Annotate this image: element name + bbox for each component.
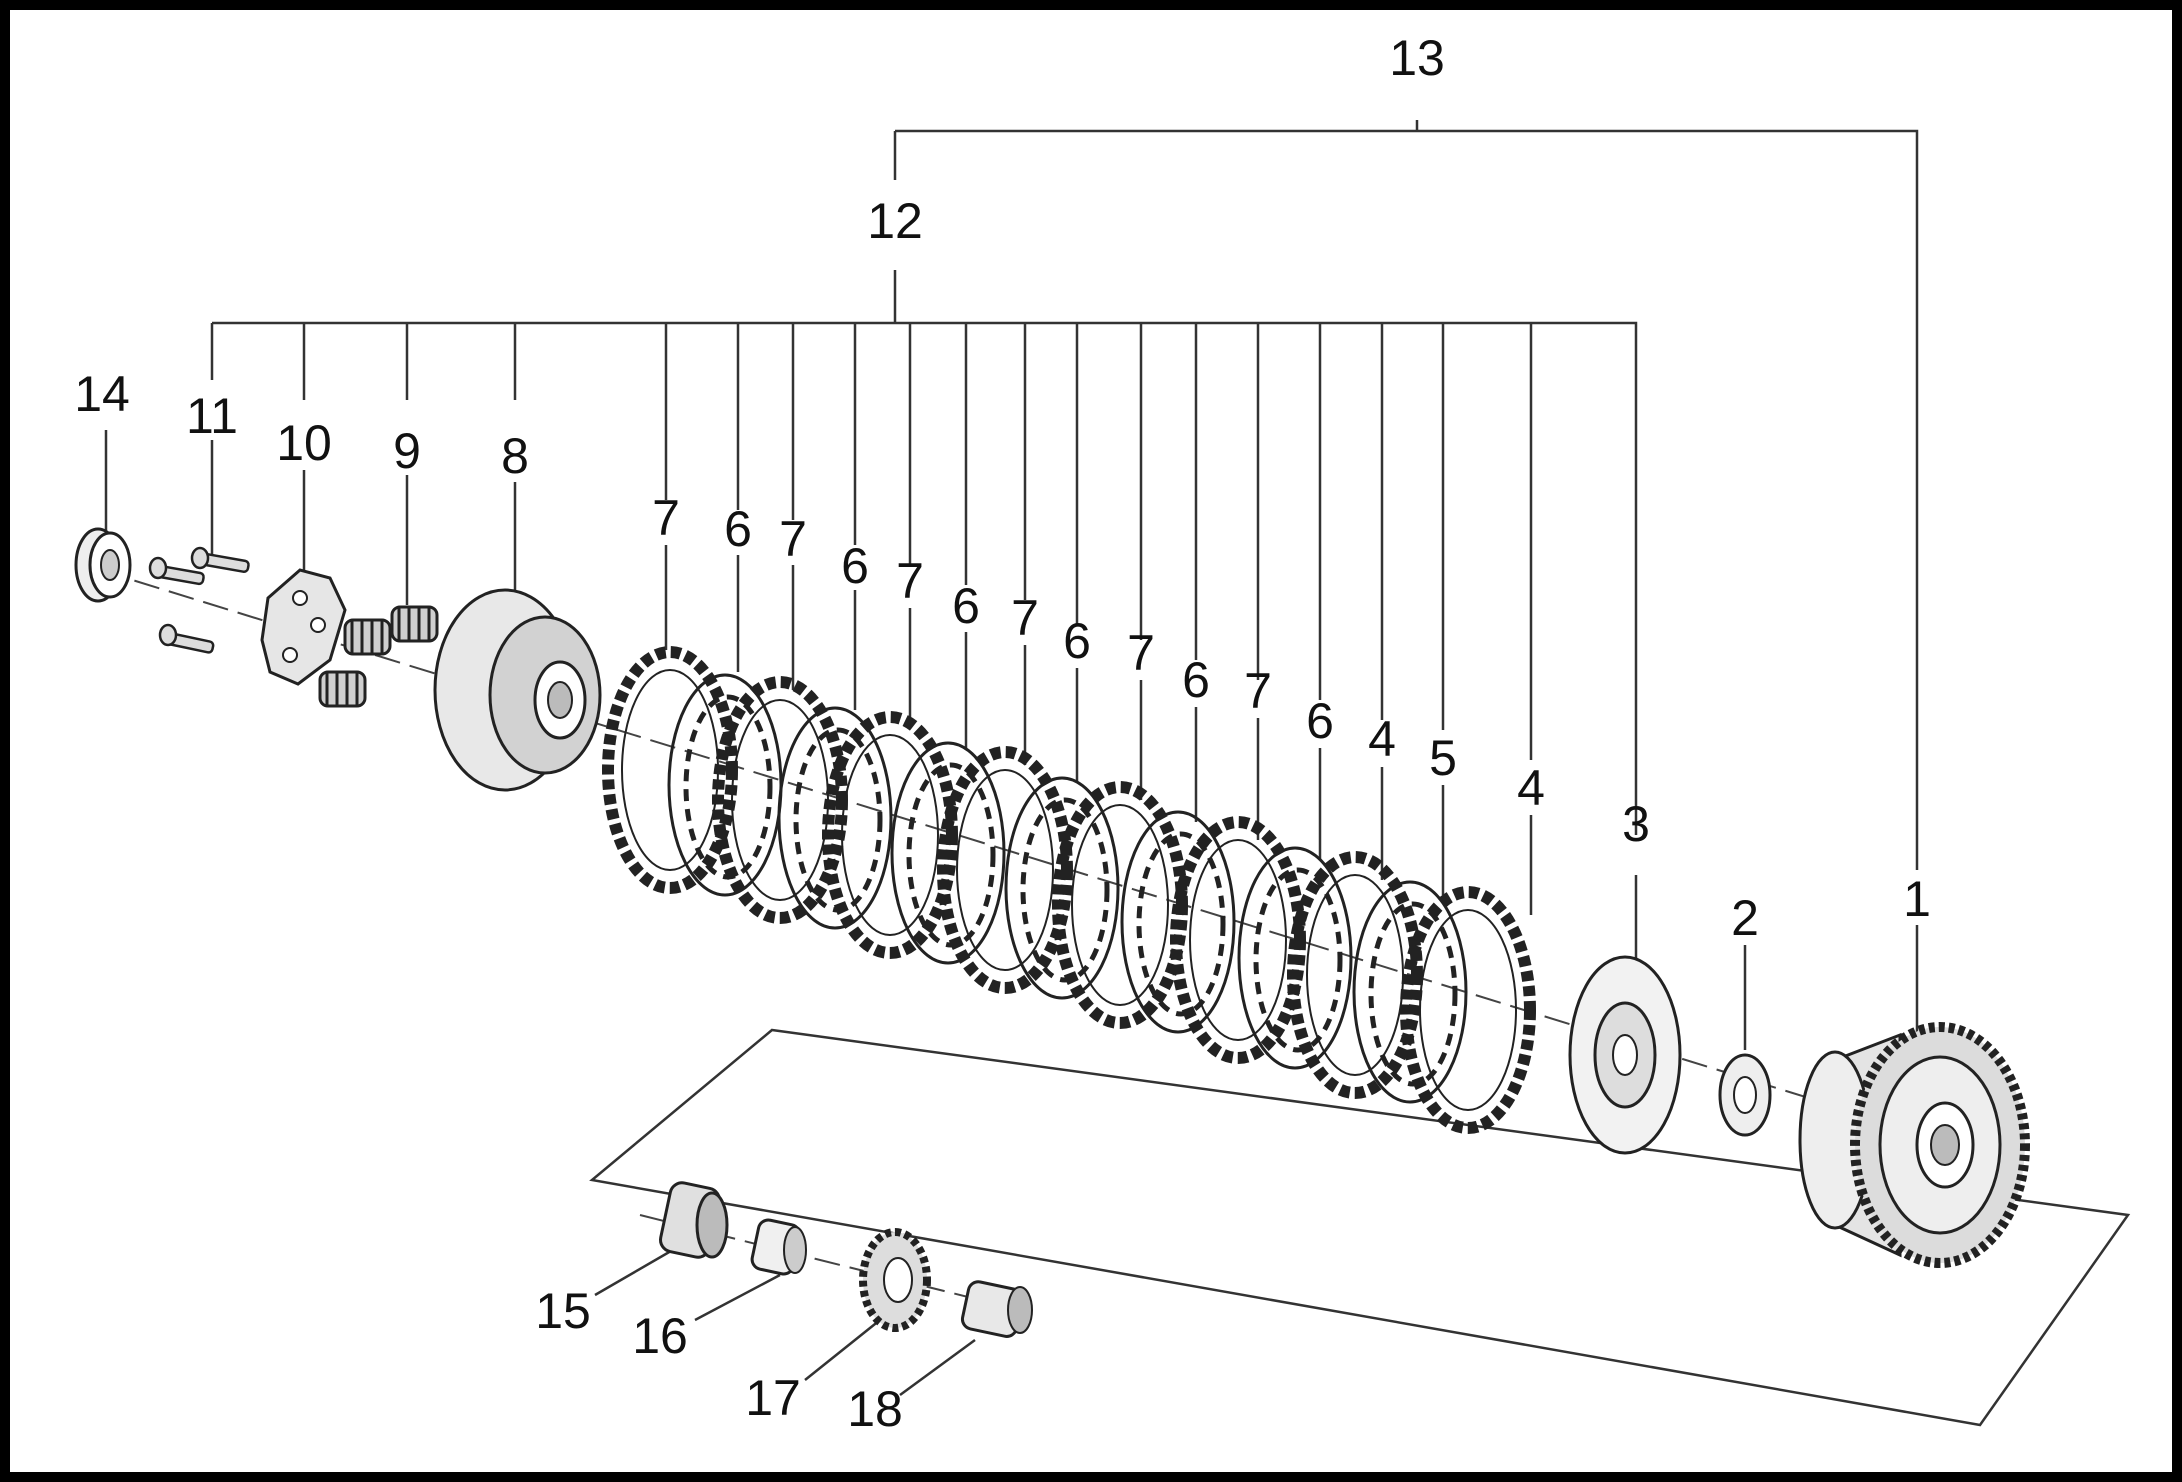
callout-18: 18 <box>847 1381 903 1437</box>
primary-gear-part <box>859 1228 931 1332</box>
leader-16 <box>694 1273 781 1322</box>
callout-7-6: 7 <box>1244 663 1272 719</box>
steel-plate <box>1120 810 1236 1034</box>
washer-part <box>1718 1053 1772 1137</box>
callout-7-3: 7 <box>896 553 924 609</box>
callout-4-2: 4 <box>1517 760 1545 816</box>
callout-labels: 13 12 14 11 10 9 8 7 6 7 6 7 6 7 6 7 6 7… <box>74 30 1931 1437</box>
callout-13: 13 <box>1389 30 1445 86</box>
clutch-hub-part <box>1568 955 1682 1155</box>
callout-9: 9 <box>393 423 421 479</box>
leader-18 <box>899 1338 976 1397</box>
leader-17 <box>804 1319 881 1381</box>
callout-6-4: 6 <box>1063 613 1091 669</box>
bearing-part <box>659 1181 729 1259</box>
steel-plate <box>1352 880 1468 1104</box>
friction-plate <box>1052 781 1188 1029</box>
bushing-part <box>750 1218 807 1276</box>
callout-7-5: 7 <box>1127 625 1155 681</box>
callout-2: 2 <box>1731 890 1759 946</box>
callout-7-1: 7 <box>652 490 680 546</box>
callout-10: 10 <box>276 415 332 471</box>
callout-11: 11 <box>186 388 238 444</box>
callout-14: 14 <box>74 366 130 422</box>
bracket-12-drops <box>210 323 1533 760</box>
callout-6-5: 6 <box>1182 652 1210 708</box>
callout-7-2: 7 <box>779 511 807 567</box>
bracket-13 <box>895 129 1919 870</box>
callout-6-1: 6 <box>724 501 752 557</box>
callout-6-2: 6 <box>841 538 869 594</box>
friction-plate <box>822 711 958 959</box>
callout-8: 8 <box>501 428 529 484</box>
clutch-basket-part <box>1798 1022 2030 1268</box>
callout-17: 17 <box>745 1370 801 1426</box>
bolts-part <box>148 546 250 654</box>
bracket-12 <box>212 321 1638 835</box>
callout-5: 5 <box>1429 730 1457 786</box>
clutch-plate-stack <box>602 646 1536 1134</box>
callout-7-4: 7 <box>1011 590 1039 646</box>
oil-seal-part <box>74 527 132 603</box>
clutch-springs-part <box>318 605 439 708</box>
friction-plate <box>937 746 1073 994</box>
callout-1: 1 <box>1903 871 1931 927</box>
assembly-brackets <box>104 120 1919 1397</box>
subassembly-outline <box>589 1028 2131 1427</box>
callout-4-1: 4 <box>1368 711 1396 767</box>
pressure-plate-part <box>433 588 602 792</box>
friction-plate <box>1400 886 1536 1134</box>
steel-plate <box>1237 846 1353 1070</box>
callout-6-3: 6 <box>952 578 980 634</box>
subassembly-axis <box>639 1214 1021 1311</box>
callout-16: 16 <box>632 1308 688 1364</box>
lifter-plate-part <box>260 568 347 686</box>
spacer-part <box>960 1280 1033 1338</box>
callout-6-6: 6 <box>1306 693 1334 749</box>
callout-12: 12 <box>867 193 923 249</box>
callout-15: 15 <box>535 1283 591 1339</box>
steel-plate <box>1004 776 1120 1000</box>
callout-3: 3 <box>1622 796 1650 852</box>
friction-plate <box>1170 816 1306 1064</box>
